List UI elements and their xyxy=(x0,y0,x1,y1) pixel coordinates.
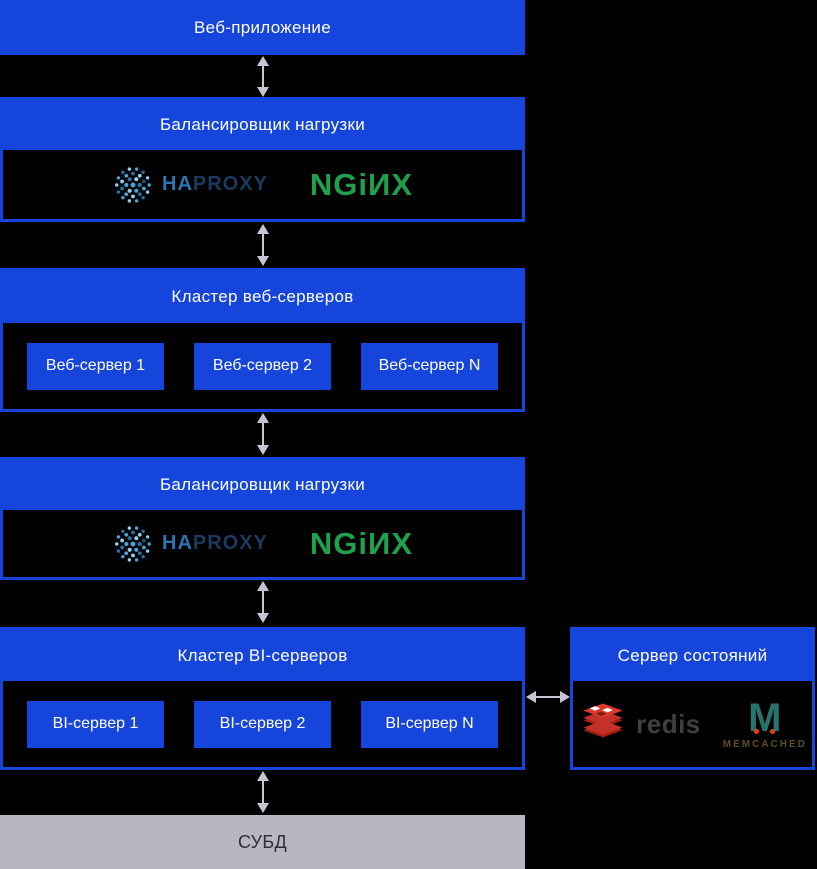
bi-cluster-servers: BI-сервер 1 BI-сервер 2 BI-сервер N xyxy=(3,681,522,767)
bi-server-1-label: BI-сервер 1 xyxy=(52,715,139,732)
node-load-balancer-bottom-header: Балансировщик нагрузки xyxy=(3,460,522,510)
redis-wordmark: redis xyxy=(636,708,701,739)
horizontal-double-arrow xyxy=(526,691,570,703)
haproxy-wordmark: HAPROXY xyxy=(162,173,268,196)
vertical-double-arrow xyxy=(257,224,269,266)
haproxy-logo: HAPROXY xyxy=(112,523,268,565)
vertical-double-arrow xyxy=(257,56,269,97)
vertical-double-arrow xyxy=(257,413,269,455)
web-cluster-servers: Веб-сервер 1 Веб-сервер 2 Веб-сервер N xyxy=(3,323,522,409)
node-dbms: СУБД xyxy=(0,815,525,869)
vertical-double-arrow xyxy=(257,581,269,623)
node-web-cluster: Кластер веб-серверов Веб-сервер 1 Веб-се… xyxy=(0,268,525,412)
node-state-server-header: Сервер состояний xyxy=(573,630,812,681)
memcached-eye-right xyxy=(770,728,776,734)
node-load-balancer-top-label: Балансировщик нагрузки xyxy=(159,115,366,134)
bi-server-n: BI-сервер N xyxy=(361,700,498,748)
web-server-n-label: Веб-сервер N xyxy=(378,357,481,374)
bi-server-2-label: BI-сервер 2 xyxy=(219,715,306,732)
haproxy-wordmark: HAPROXY xyxy=(162,532,268,555)
node-dbms-label: СУБД xyxy=(237,831,288,852)
node-bi-cluster-header: Кластер BI-серверов xyxy=(3,630,522,681)
nginx-logo: NGiИX xyxy=(309,525,413,561)
state-server-logos: redis M MEMCACHED xyxy=(573,681,812,767)
vertical-double-arrow xyxy=(257,771,269,813)
haproxy-wordmark-ha: HA xyxy=(162,173,193,195)
redis-logo: redis xyxy=(578,703,701,745)
web-server-n: Веб-сервер N xyxy=(361,342,498,390)
node-state-server-label: Сервер состояний xyxy=(617,645,768,665)
node-load-balancer-bottom: Балансировщик нагрузки xyxy=(0,457,525,580)
load-balancer-bottom-logos: HAPROXY NGiИX xyxy=(3,510,522,577)
node-load-balancer-top-header: Балансировщик нагрузки xyxy=(3,100,522,150)
memcached-letter: M xyxy=(748,695,782,740)
node-web-cluster-header: Кластер веб-серверов xyxy=(3,271,522,323)
memcached-eye-left xyxy=(754,728,760,734)
bi-server-1: BI-сервер 1 xyxy=(27,700,164,748)
haproxy-logo: HAPROXY xyxy=(112,164,268,206)
nginx-logo: NGiИX xyxy=(309,166,413,202)
web-server-2-label: Веб-сервер 2 xyxy=(212,357,313,374)
haproxy-sphere-icon xyxy=(115,166,151,203)
node-bi-cluster: Кластер BI-серверов BI-сервер 1 BI-серве… xyxy=(0,627,525,770)
web-server-1: Веб-сервер 1 xyxy=(27,342,164,390)
haproxy-wordmark-proxy: PROXY xyxy=(192,532,268,554)
node-load-balancer-bottom-label: Балансировщик нагрузки xyxy=(159,475,366,494)
haproxy-sphere-icon xyxy=(115,525,151,562)
node-bi-cluster-label: Кластер BI-серверов xyxy=(177,645,348,665)
node-state-server: Сервер состояний redis M xyxy=(570,627,815,770)
web-server-1-label: Веб-сервер 1 xyxy=(45,357,146,374)
load-balancer-top-logos: HAPROXY NGiИX xyxy=(3,150,522,219)
web-server-2: Веб-сервер 2 xyxy=(194,342,331,390)
redis-cylinder-icon xyxy=(583,703,623,738)
memcached-wordmark: MEMCACHED xyxy=(722,738,807,750)
node-web-application: Веб-приложение xyxy=(0,0,525,55)
bi-server-2: BI-сервер 2 xyxy=(194,700,331,748)
memcached-logo: M MEMCACHED xyxy=(722,695,807,750)
bi-server-n-label: BI-сервер N xyxy=(385,715,474,732)
haproxy-wordmark-ha: HA xyxy=(162,532,193,554)
node-load-balancer-top: Балансировщик нагрузки xyxy=(0,97,525,222)
haproxy-wordmark-proxy: PROXY xyxy=(192,173,268,195)
memcached-m-icon: M xyxy=(748,695,782,740)
node-web-application-label: Веб-приложение xyxy=(194,17,331,37)
node-web-cluster-label: Кластер веб-серверов xyxy=(171,287,354,306)
